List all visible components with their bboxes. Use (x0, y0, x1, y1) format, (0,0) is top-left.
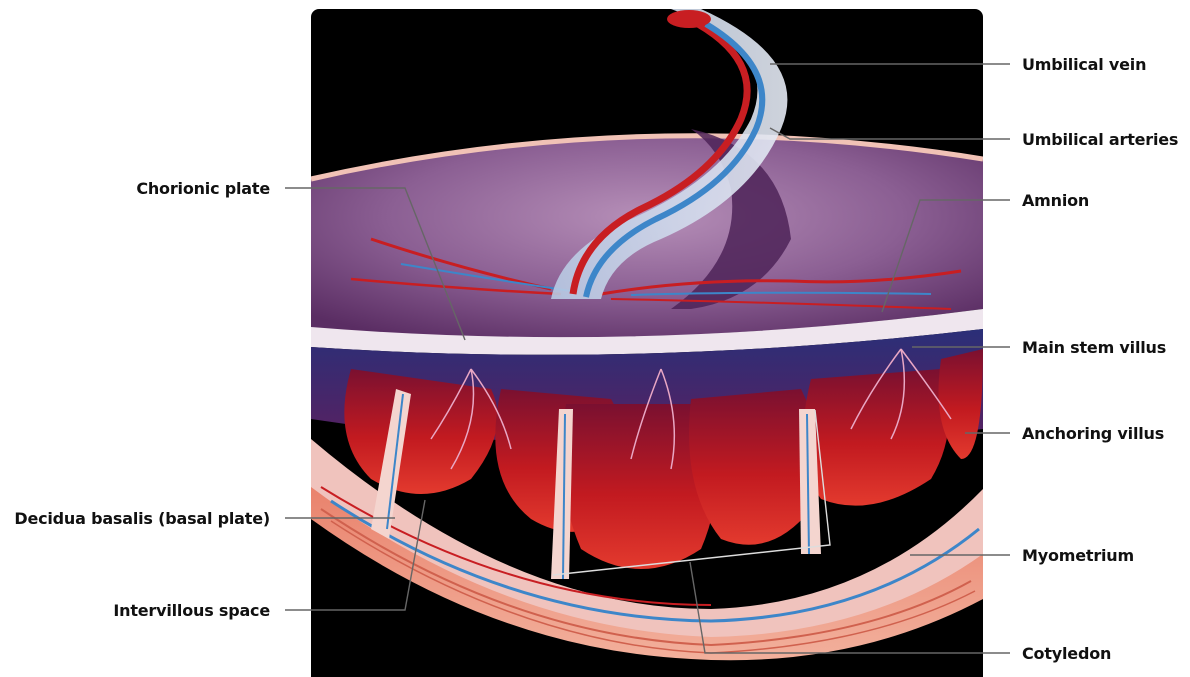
label-main-stem-villus: Main stem villus (1022, 338, 1166, 358)
label-intervillous-space: Intervillous space (113, 601, 270, 621)
leader-amnion (882, 200, 1010, 312)
leader-cotyledon (690, 562, 1010, 653)
label-amnion: Amnion (1022, 191, 1089, 211)
label-anchoring-villus: Anchoring villus (1022, 424, 1164, 444)
leader-intervillous-space (285, 500, 425, 610)
leader-chorionic-plate (285, 188, 465, 340)
label-umbilical-vein: Umbilical vein (1022, 55, 1146, 75)
leader-umbilical-arteries (770, 128, 1010, 139)
label-cotyledon: Cotyledon (1022, 644, 1111, 664)
label-umbilical-arteries: Umbilical arteries (1022, 130, 1178, 150)
label-myometrium: Myometrium (1022, 546, 1134, 566)
label-chorionic-plate: Chorionic plate (136, 179, 270, 199)
label-decidua-basalis: Decidua basalis (basal plate) (14, 509, 270, 529)
cotyledon-bracket (553, 410, 830, 575)
